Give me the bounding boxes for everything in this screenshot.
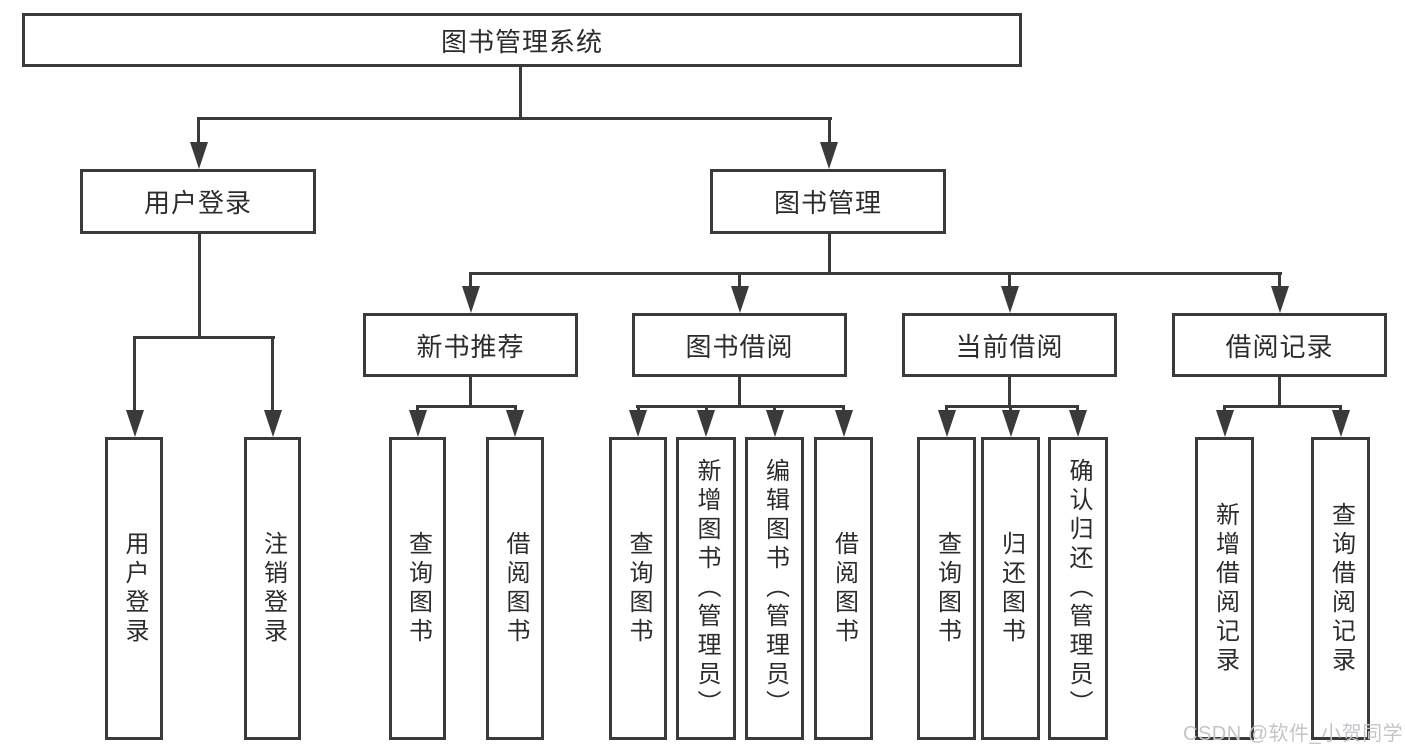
node-book-management-label: 图书管理 (773, 188, 882, 218)
arrowhead-down-icon (1331, 410, 1350, 437)
arrow-stem (773, 406, 776, 413)
arrow-stem (133, 337, 136, 413)
connector-line (469, 272, 1282, 275)
arrow-stem (197, 118, 200, 145)
connector-line (828, 234, 831, 275)
leaf-logout-label: 注销登录 (259, 530, 287, 647)
node-user-login: 用户登录 (80, 169, 316, 234)
arrowhead-down-icon (765, 410, 784, 437)
node-new-book-recommend-label: 新书推荐 (416, 331, 525, 362)
arrow-stem (1009, 406, 1012, 413)
leaf-borrow-book-recommend: 借阅图书 (486, 437, 544, 740)
node-book-borrow: 图书借阅 (632, 313, 847, 377)
connector-line (1008, 377, 1011, 408)
arrow-stem (842, 406, 845, 413)
connector-line (416, 405, 517, 408)
arrow-stem (271, 337, 274, 413)
csdn-watermark: CSDN @软件_小贺同学 (1183, 723, 1404, 745)
arrowhead-down-icon (1000, 286, 1019, 313)
arrow-stem (1008, 273, 1011, 289)
arrowhead-down-icon (1270, 286, 1289, 313)
connector-line (1223, 405, 1342, 408)
leaf-logout: 注销登录 (244, 437, 301, 740)
connector-line (198, 234, 201, 338)
arrow-stem (1076, 406, 1079, 413)
leaf-query-borrow-record: 查询借阅记录 (1311, 437, 1370, 740)
arrow-stem (1278, 273, 1281, 289)
arrow-stem (1223, 406, 1226, 413)
arrowhead-down-icon (125, 410, 144, 437)
arrowhead-down-icon (263, 410, 282, 437)
leaf-return-book: 归还图书 (981, 437, 1040, 740)
node-book-management: 图书管理 (710, 169, 946, 234)
leaf-edit-book-admin-label: 编辑图书（管理员） (761, 458, 789, 719)
node-book-borrow-label: 图书借阅 (685, 331, 794, 362)
arrowhead-down-icon (629, 410, 647, 437)
connector-line (133, 336, 275, 339)
arrow-stem (636, 406, 640, 413)
arrow-stem (738, 273, 741, 289)
connector-line (469, 377, 472, 408)
arrowhead-down-icon (1001, 410, 1020, 437)
leaf-add-book-admin: 新增图书（管理员） (676, 437, 736, 740)
leaf-query-book-current: 查询图书 (917, 437, 976, 740)
leaf-query-book-borrow-label: 查询图书 (625, 530, 652, 647)
arrowhead-down-icon (1068, 410, 1087, 437)
arrowhead-down-icon (461, 286, 480, 313)
connector-line (738, 377, 741, 408)
leaf-user-login: 用户登录 (105, 437, 163, 740)
arrow-stem (416, 406, 419, 413)
node-current-borrow-label: 当前借阅 (955, 331, 1064, 362)
node-root-label: 图书管理系统 (440, 26, 603, 57)
arrow-stem (513, 406, 517, 413)
leaf-borrow-book-recommend-label: 借阅图书 (502, 530, 529, 647)
arrowhead-down-icon (697, 410, 715, 437)
connector-line (519, 66, 522, 118)
leaf-query-book-borrow: 查询图书 (609, 437, 667, 740)
arrowhead-down-icon (189, 142, 208, 169)
arrow-stem (1339, 406, 1342, 413)
leaf-query-book-recommend: 查询图书 (389, 437, 446, 740)
arrowhead-down-icon (506, 410, 524, 437)
leaf-edit-book-admin: 编辑图书（管理员） (745, 437, 804, 740)
leaf-user-login-label: 用户登录 (121, 530, 148, 647)
arrowhead-down-icon (730, 286, 749, 313)
arrow-stem (704, 406, 708, 413)
node-root: 图书管理系统 (22, 13, 1022, 67)
leaf-borrow-book-borrow-label: 借阅图书 (830, 530, 858, 647)
leaf-confirm-return-admin: 确认归还（管理员） (1048, 437, 1108, 740)
leaf-borrow-book-borrow: 借阅图书 (814, 437, 873, 740)
leaf-query-book-current-label: 查询图书 (933, 530, 961, 647)
arrowhead-down-icon (1215, 410, 1234, 437)
connector-line (945, 405, 1079, 408)
arrowhead-down-icon (937, 410, 956, 437)
node-new-book-recommend: 新书推荐 (363, 313, 578, 377)
leaf-add-borrow-record-label: 新增借阅记录 (1211, 501, 1239, 676)
leaf-return-book-label: 归还图书 (997, 530, 1025, 647)
leaf-confirm-return-admin-label: 确认归还（管理员） (1065, 458, 1092, 719)
leaf-query-borrow-record-label: 查询借阅记录 (1327, 501, 1355, 676)
arrow-stem (945, 406, 948, 413)
leaf-query-book-recommend-label: 查询图书 (404, 530, 432, 647)
arrow-stem (827, 118, 831, 145)
arrowhead-down-icon (834, 410, 853, 437)
connector-line (636, 405, 845, 408)
connector-line (197, 117, 832, 120)
leaf-add-book-admin-label: 新增图书（管理员） (693, 458, 720, 719)
node-current-borrow: 当前借阅 (902, 313, 1117, 377)
node-user-login-label: 用户登录 (143, 188, 252, 218)
arrowhead-down-icon (408, 410, 427, 437)
node-borrow-records: 借阅记录 (1172, 313, 1387, 377)
arrowhead-down-icon (820, 142, 838, 169)
leaf-add-borrow-record: 新增借阅记录 (1195, 437, 1254, 740)
node-borrow-records-label: 借阅记录 (1225, 331, 1334, 362)
arrow-stem (469, 273, 472, 289)
connector-line (1278, 377, 1281, 408)
